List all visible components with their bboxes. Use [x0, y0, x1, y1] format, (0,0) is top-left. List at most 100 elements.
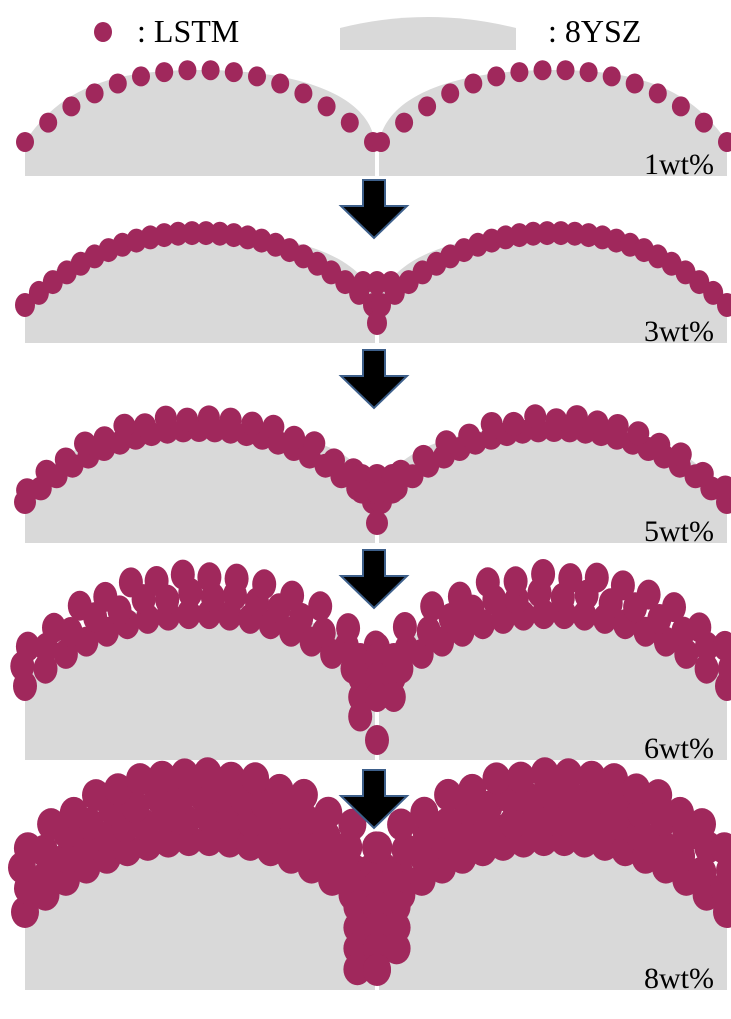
concentration-label: 1wt%: [644, 148, 714, 181]
lstm-particle: [336, 613, 360, 643]
lstm-particle: [14, 832, 42, 864]
panel-5wtpct: 5wt%: [14, 404, 731, 548]
lstm-particle: [198, 405, 220, 429]
lstm-particle: [507, 762, 535, 794]
lstm-particle: [109, 74, 127, 94]
lstm-particle: [434, 779, 462, 811]
down-arrow-icon: [341, 180, 407, 238]
lstm-particle: [294, 83, 312, 103]
lstm-particle: [363, 954, 391, 986]
lstm-particle: [420, 591, 444, 621]
lstm-particle: [16, 632, 40, 662]
lstm-particle: [481, 412, 503, 436]
lstm-particle: [566, 405, 588, 429]
lstm-particle: [611, 570, 635, 600]
lstm-particle: [39, 113, 57, 133]
concentration-label: 3wt%: [644, 315, 714, 348]
lstm-particle: [318, 96, 336, 116]
lstm-particle: [393, 612, 417, 642]
lstm-particle: [93, 582, 117, 612]
panel-3wtpct: 3wt%: [15, 221, 731, 348]
lstm-particle: [323, 448, 345, 472]
lstm-particle: [314, 797, 342, 829]
lstm-particle: [448, 582, 472, 612]
lstm-particle: [16, 478, 38, 502]
lstm-particle: [524, 404, 546, 428]
lstm-particle: [603, 66, 621, 86]
lstm-particle: [194, 757, 222, 789]
lstm-particle: [504, 566, 528, 596]
lstm-particle: [119, 567, 143, 597]
lstm-particle: [62, 96, 80, 116]
lstm-particle: [36, 460, 58, 484]
lstm-particle: [220, 408, 242, 432]
lstm-particle: [510, 62, 528, 82]
lstm-particle: [692, 462, 714, 486]
lstm-particle: [308, 591, 332, 621]
legend: : LSTM : 8YSZ: [94, 13, 641, 50]
lstm-particle: [483, 762, 511, 794]
lstm-particle: [171, 560, 195, 590]
lstm-particle: [364, 832, 392, 864]
lstm-particle: [585, 563, 609, 593]
lstm-particle: [176, 408, 198, 432]
lstm-particle: [312, 618, 336, 648]
lstm-particle: [672, 96, 690, 116]
lstm-particle: [418, 96, 436, 116]
lstm-particle: [695, 113, 713, 133]
lstm-particle: [627, 421, 649, 445]
legend-8ysz-grain: [340, 17, 516, 50]
concentration-label: 5wt%: [644, 515, 714, 548]
lstm-particle: [290, 779, 318, 811]
lstm-particle: [558, 563, 582, 593]
lstm-particle: [534, 60, 552, 80]
down-arrow-icon: [341, 550, 407, 608]
8ysz-grain-left: [25, 233, 375, 343]
concentration-label: 8wt%: [644, 962, 714, 995]
lstm-particle: [557, 60, 575, 80]
lstm-particle: [649, 83, 667, 103]
lstm-particle: [366, 511, 388, 535]
legend-lstm-label: : LSTM: [137, 13, 239, 49]
lstm-particle: [280, 581, 304, 611]
lstm-particle: [252, 569, 276, 599]
lstm-particle: [365, 725, 389, 755]
lstm-particle: [271, 74, 289, 94]
lstm-particle: [341, 113, 359, 133]
lstm-particle: [155, 406, 177, 430]
lstm-particle: [348, 702, 372, 732]
lstm-particle: [241, 762, 269, 794]
lstm-particle: [670, 442, 692, 466]
lstm-particle: [225, 62, 243, 82]
lstm-particle: [266, 774, 294, 806]
lstm-particle: [458, 424, 480, 448]
lstm-particle: [55, 448, 77, 472]
lstm-particle: [262, 415, 284, 439]
lstm-particle: [283, 426, 305, 450]
lstm-particle: [113, 414, 135, 438]
lstm-particle: [580, 62, 598, 82]
lstm-particle: [441, 83, 459, 103]
lstm-particle: [382, 682, 406, 712]
legend-lstm-particle: [94, 22, 112, 42]
lstm-particle: [202, 60, 220, 80]
lstm-particle: [225, 564, 249, 594]
lstm-particle: [16, 132, 34, 152]
lstm-particle: [381, 271, 401, 295]
lstm-particle: [134, 413, 156, 437]
lstm-particle: [395, 113, 413, 133]
lstm-particle: [626, 74, 644, 94]
lstm-particle: [197, 562, 221, 592]
lstm-particle: [86, 83, 104, 103]
lstm-particle: [241, 412, 263, 436]
lstm-particle: [42, 613, 66, 643]
lstm-particle: [132, 66, 150, 86]
lstm-particle: [687, 612, 711, 642]
down-arrow-icon: [341, 350, 407, 408]
lstm-particle: [662, 592, 686, 622]
lstm-particle: [248, 66, 266, 86]
lstm-particle: [372, 132, 390, 152]
lstm-particle: [68, 591, 92, 621]
lstm-particle: [458, 774, 486, 806]
